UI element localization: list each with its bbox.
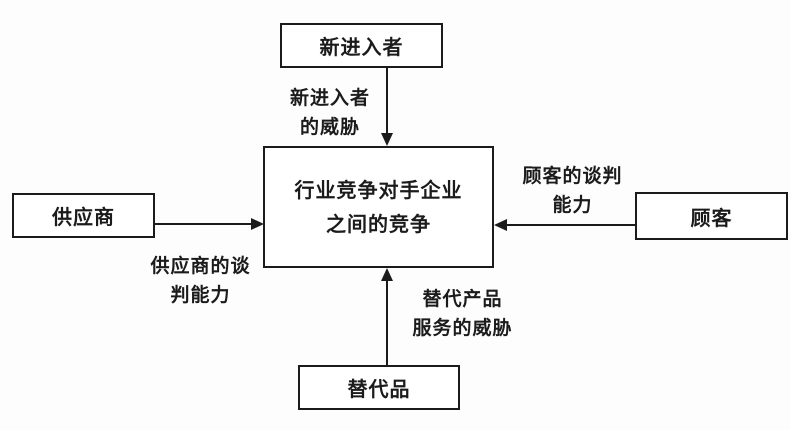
arrow-suppliers-to-center	[155, 223, 252, 225]
edge-label-supplier-power-line2: 判能力	[170, 284, 231, 306]
node-new-entrants: 新进入者	[280, 23, 443, 68]
arrow-new-entrants-to-center	[386, 68, 388, 135]
node-new-entrants-label: 新进入者	[319, 35, 404, 59]
node-industry-rivalry-line1: 行业竞争对手企业	[294, 178, 463, 202]
edge-label-substitute-threat-line1: 替代产品	[422, 288, 503, 310]
node-suppliers: 供应商	[12, 193, 155, 238]
arrow-substitutes-to-center	[386, 280, 388, 365]
arrow-customers-to-center	[507, 224, 635, 226]
edge-label-supplier-power: 供应商的谈 判能力	[138, 252, 263, 310]
arrowhead-left-icon	[494, 219, 507, 231]
edge-label-new-entrants-threat: 新进入者 的威胁	[265, 84, 395, 142]
node-customers-label: 顾客	[690, 205, 733, 230]
edge-label-customer-power-line2: 能力	[552, 194, 593, 216]
node-industry-rivalry-label: 行业竞争对手企业 之间的竞争	[295, 173, 463, 241]
node-substitutes-label: 替代品	[347, 377, 411, 401]
node-industry-rivalry-line2: 之间的竞争	[326, 212, 431, 236]
node-industry-rivalry: 行业竞争对手企业 之间的竞争	[263, 146, 494, 268]
edge-label-customer-power-line1: 顾客的谈判	[522, 165, 623, 187]
edge-label-customer-power: 顾客的谈判 能力	[510, 162, 635, 220]
node-customers: 顾客	[635, 192, 788, 240]
edge-label-substitute-threat: 替代产品 服务的威胁	[400, 285, 525, 343]
edge-label-supplier-power-line1: 供应商的谈	[150, 255, 251, 277]
arrowhead-right-icon	[251, 218, 264, 230]
edge-label-new-entrants-threat-line1: 新进入者	[289, 87, 370, 109]
arrowhead-up-icon	[381, 268, 393, 281]
node-suppliers-label: 供应商	[52, 205, 115, 229]
edge-label-new-entrants-threat-line2: 的威胁	[299, 116, 360, 138]
node-substitutes: 替代品	[298, 365, 460, 410]
arrowhead-down-icon	[381, 133, 393, 146]
edge-label-substitute-threat-line2: 服务的威胁	[412, 317, 513, 339]
